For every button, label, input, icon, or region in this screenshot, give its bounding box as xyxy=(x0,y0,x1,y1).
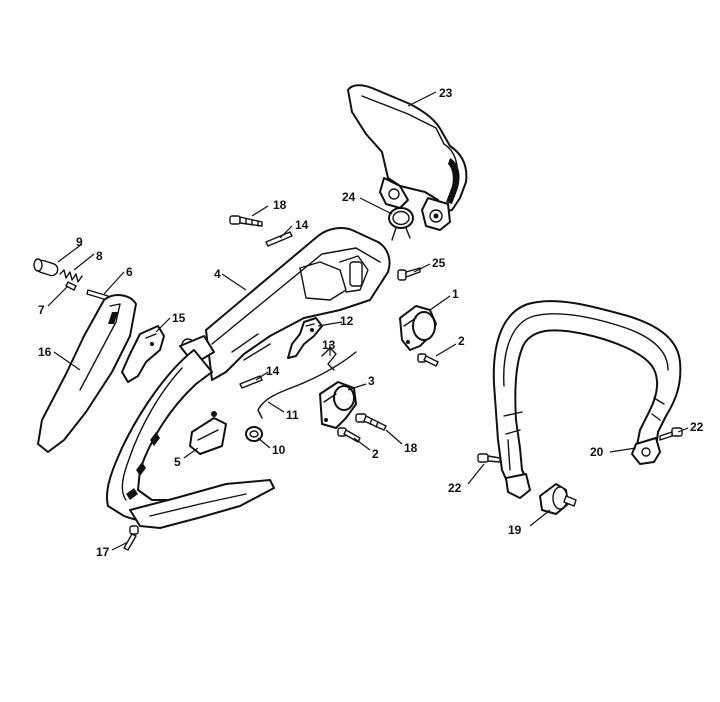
part-14-pin-upper xyxy=(265,231,293,247)
callout-12: 12 xyxy=(340,314,354,328)
callout-17: 17 xyxy=(96,545,110,559)
callout-6: 6 xyxy=(126,265,133,279)
part-16-grip-cover xyxy=(37,294,137,453)
callout-18-upper: 18 xyxy=(273,198,287,212)
leader-lines xyxy=(47,91,689,551)
callout-14-upper: 14 xyxy=(295,218,309,232)
part-11-wire xyxy=(257,351,357,419)
part-15-clip xyxy=(121,325,165,383)
callout-9: 9 xyxy=(76,235,83,249)
callout-19: 19 xyxy=(508,523,522,537)
callout-8: 8 xyxy=(96,249,103,263)
part-23-hand-guard xyxy=(347,84,468,231)
callout-3: 3 xyxy=(368,374,375,388)
callout-7: 7 xyxy=(38,303,45,317)
part-18-screw-upper xyxy=(229,215,263,227)
part-25-screw xyxy=(397,267,421,281)
part-5-bracket xyxy=(189,411,227,455)
callout-14-lower: 14 xyxy=(266,364,280,378)
callout-23: 23 xyxy=(439,86,453,100)
callout-10: 10 xyxy=(272,443,286,457)
part-13-clip xyxy=(321,347,337,371)
part-4-housing xyxy=(106,227,391,529)
callout-4: 4 xyxy=(214,267,221,281)
callout-13: 13 xyxy=(322,338,336,352)
part-9-sleeve xyxy=(33,258,59,277)
part-3-av-mount xyxy=(319,381,357,429)
part-20-handle-bar xyxy=(492,300,682,499)
part-1-av-mount xyxy=(399,305,437,351)
callout-22-left: 22 xyxy=(448,481,462,495)
part-8-spring xyxy=(59,269,83,283)
callout-18-lower: 18 xyxy=(404,441,418,455)
part-19-buffer xyxy=(539,483,577,515)
part-2-screw-lower xyxy=(337,427,361,443)
part-2-screw-upper xyxy=(417,353,439,367)
part-18-screw-lower xyxy=(355,413,387,431)
callout-5: 5 xyxy=(174,455,181,469)
callout-20: 20 xyxy=(590,445,604,459)
callout-2-lower: 2 xyxy=(372,447,379,461)
part-24-spring xyxy=(388,207,414,241)
callout-15: 15 xyxy=(172,311,186,325)
callouts: 23 24 18 14 4 25 1 2 12 13 14 3 11 10 5 … xyxy=(38,86,704,559)
part-22-screw-right xyxy=(659,427,683,441)
part-17-screw xyxy=(123,525,139,551)
part-10-grommet xyxy=(245,426,263,442)
callout-24: 24 xyxy=(342,190,356,204)
callout-22-right: 22 xyxy=(690,420,704,434)
part-7-pin xyxy=(65,281,77,291)
callout-2-upper: 2 xyxy=(458,334,465,348)
part-12-lever xyxy=(287,317,323,359)
callout-11: 11 xyxy=(286,408,299,422)
callout-1: 1 xyxy=(452,287,459,301)
part-22-screw-left xyxy=(477,453,501,463)
callout-25: 25 xyxy=(432,256,446,270)
callout-16: 16 xyxy=(38,345,52,359)
